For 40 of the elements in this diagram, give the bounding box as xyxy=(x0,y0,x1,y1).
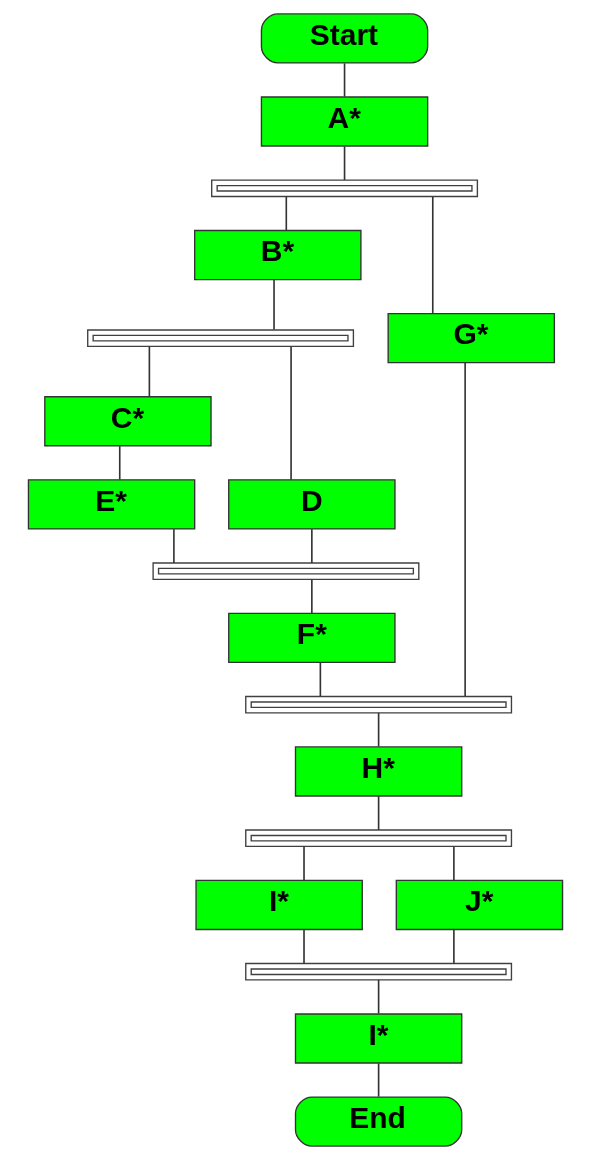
node-box: J* xyxy=(395,879,564,931)
connector xyxy=(273,279,275,331)
connector xyxy=(377,1062,380,1098)
node-bar xyxy=(245,695,513,714)
connector xyxy=(377,795,380,831)
node-bar xyxy=(152,562,420,580)
connector xyxy=(431,195,434,315)
node-box: F* xyxy=(228,612,396,664)
connector xyxy=(453,845,455,881)
node-box: G* xyxy=(387,312,556,364)
connector xyxy=(377,712,380,748)
connector xyxy=(303,929,305,965)
connector xyxy=(311,528,313,564)
node-bar xyxy=(245,829,513,848)
connector xyxy=(343,145,346,181)
node-box: A* xyxy=(260,96,429,147)
connector xyxy=(118,445,121,481)
connector xyxy=(343,62,346,98)
node-box: I* xyxy=(294,1013,463,1064)
node-box: B* xyxy=(194,229,362,281)
connector xyxy=(464,361,466,697)
node-bar xyxy=(211,179,479,198)
node-box: D xyxy=(228,479,396,530)
connector xyxy=(311,578,313,614)
connector xyxy=(148,345,151,398)
connector xyxy=(377,979,380,1015)
connector xyxy=(285,195,288,231)
connector xyxy=(290,345,292,481)
connector xyxy=(173,528,175,564)
node-box: I* xyxy=(195,879,363,931)
connector xyxy=(319,661,322,698)
node-bar xyxy=(245,962,513,981)
connector xyxy=(453,929,455,965)
node-box: C* xyxy=(44,396,212,447)
node-bar xyxy=(87,329,355,347)
node-box: E* xyxy=(27,479,196,530)
node-box: Start xyxy=(260,13,429,64)
node-box: H* xyxy=(294,746,463,797)
node-box: End xyxy=(294,1096,463,1147)
connector xyxy=(303,845,305,881)
